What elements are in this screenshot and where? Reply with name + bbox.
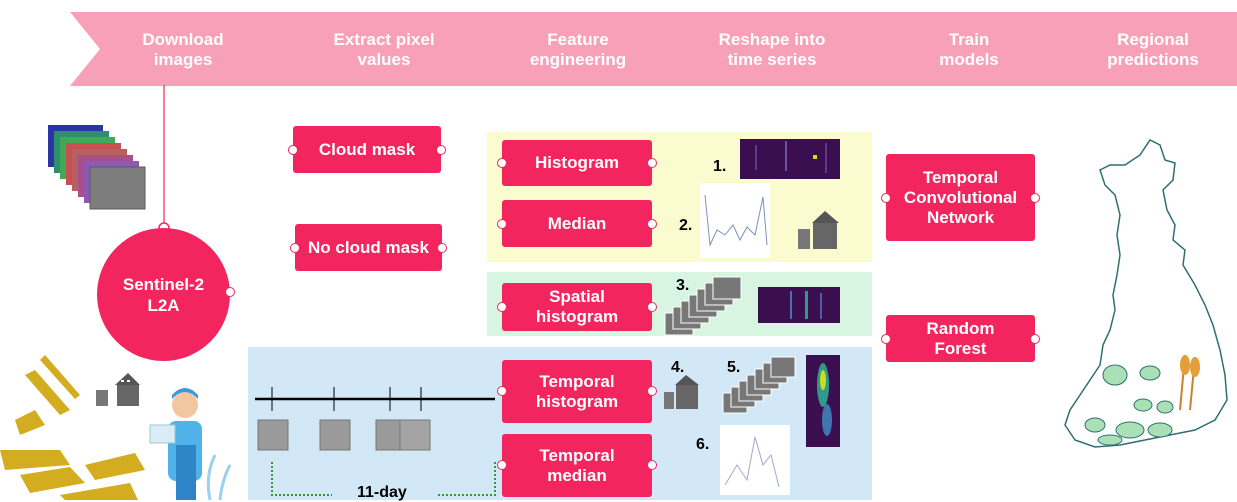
sentinel-line2: L2A: [147, 295, 180, 315]
temporal-hist-in-connector: [497, 386, 507, 396]
finland-map: [1064, 139, 1228, 448]
step-train-line1: Train: [948, 30, 990, 49]
building-icon: [96, 373, 140, 406]
sentinel-line1: Sentinel-2: [122, 274, 205, 294]
cloud-mask-in-connector: [288, 145, 298, 155]
temporal-histogram-line2: histogram: [535, 391, 619, 411]
step-regional-line2: predictions: [1107, 50, 1199, 69]
median-out-connector: [647, 219, 657, 229]
step-download: Download images: [108, 30, 258, 70]
no-cloud-mask-in-connector: [290, 243, 300, 253]
tcn-line3: Network: [926, 207, 995, 227]
chevron-extract: [268, 12, 498, 86]
tcn-box: Temporal Convolutional Network: [886, 154, 1035, 241]
no-cloud-mask-label: No cloud mask: [308, 237, 429, 257]
step-download-line2: images: [153, 50, 213, 69]
chevron-reshape: [664, 12, 894, 86]
chevron-download: [70, 12, 300, 86]
field-illustration: [0, 355, 232, 500]
sentinel-connector: [225, 287, 235, 297]
number-5: 5.: [727, 359, 741, 376]
number-1: 1.: [713, 158, 727, 175]
histogram-label: Histogram: [534, 153, 620, 172]
number-4: 4.: [671, 359, 685, 376]
temporal-median-line1: Temporal: [539, 445, 615, 465]
step-download-line1: Download: [142, 30, 224, 49]
number-6: 6.: [696, 436, 710, 453]
rf-line2: Forest: [934, 338, 987, 358]
tcn-line2: Convolutional: [903, 187, 1018, 207]
temporal-heatmap-icon: [806, 355, 840, 447]
median-label: Median: [547, 213, 607, 233]
step-regional: Regional predictions: [1078, 30, 1228, 70]
no-cloud-mask-box: No cloud mask: [295, 224, 442, 271]
temporal-histogram-line1: Temporal: [539, 371, 615, 391]
cloud-mask-out-connector: [436, 145, 446, 155]
spatial-histogram-line2: histogram: [535, 307, 619, 326]
cloud-mask-box: Cloud mask: [293, 126, 441, 173]
spatial-stack-icon: [664, 276, 742, 336]
temporal-stack-icon: [722, 356, 796, 414]
histogram-in-connector: [497, 158, 507, 168]
spatial-out-connector: [647, 302, 657, 312]
image-tile-icons: [257, 419, 431, 451]
timeline: [255, 387, 496, 496]
crop-regions: [1084, 364, 1174, 446]
number-2: 2.: [679, 217, 693, 234]
median-box: Median: [502, 200, 652, 247]
step-reshape-line1: Reshape into: [718, 30, 826, 49]
temporal-med-out-connector: [647, 460, 657, 470]
chevron-regional: [1060, 12, 1237, 86]
step-train: Train models: [894, 30, 1044, 70]
building-icon-median: [798, 211, 839, 249]
step-reshape: Reshape into time series: [697, 30, 847, 70]
step-reshape-line2: time series: [727, 50, 817, 69]
median-plot-icon: [700, 183, 770, 258]
temporal-hist-out-connector: [647, 386, 657, 396]
rf-line1: Random: [926, 318, 995, 338]
cloud-mask-label: Cloud mask: [318, 139, 416, 159]
temporal-histogram-box: Temporal histogram: [502, 360, 652, 423]
no-cloud-mask-out-connector: [437, 243, 447, 253]
temporal-median-plot-icon: [720, 425, 790, 495]
building-icon-temporal: [664, 375, 699, 409]
farmer-icon: [149, 388, 232, 500]
source-graphics: [48, 85, 170, 234]
histogram-box: Histogram: [502, 140, 652, 186]
wheat-icon: [1179, 354, 1200, 411]
step-extract-line2: values: [357, 50, 411, 69]
step-feature: Feature engineering: [503, 30, 653, 70]
histogram-heatmap-icon: [740, 139, 840, 179]
interval-label: 11-day: [357, 484, 407, 501]
pipeline-chevrons: [70, 12, 1237, 86]
spatial-heatmap-icon: [758, 287, 840, 323]
tcn-line1: Temporal: [922, 167, 999, 187]
step-extract-line1: Extract pixel: [333, 30, 435, 49]
histogram-out-connector: [647, 158, 657, 168]
number-3: 3.: [676, 277, 690, 294]
rf-in-connector: [881, 334, 891, 344]
chevron-train: [862, 12, 1092, 86]
step-regional-line1: Regional: [1117, 30, 1189, 49]
step-feature-line1: Feature: [547, 30, 609, 49]
chevron-feature: [466, 12, 696, 86]
step-train-line2: models: [939, 50, 999, 69]
spatial-histogram-box: Spatial histogram: [502, 283, 652, 331]
temporal-median-box: Temporal median: [502, 434, 652, 497]
sentinel-node: Sentinel-2 L2A: [97, 228, 230, 361]
step-extract: Extract pixel values: [309, 30, 459, 70]
rf-out-connector: [1030, 334, 1040, 344]
temporal-med-in-connector: [497, 460, 507, 470]
tcn-out-connector: [1030, 193, 1040, 203]
step-feature-line2: engineering: [529, 50, 627, 69]
feature-visuals: [664, 139, 840, 495]
median-in-connector: [497, 219, 507, 229]
parcels-icon: [0, 355, 145, 500]
spatial-in-connector: [497, 302, 507, 312]
temporal-median-line2: median: [547, 465, 607, 485]
tcn-in-connector: [881, 193, 891, 203]
spatial-histogram-line1: Spatial: [549, 287, 605, 306]
image-stack-icon: [48, 125, 146, 210]
random-forest-box: Random Forest: [886, 315, 1035, 362]
